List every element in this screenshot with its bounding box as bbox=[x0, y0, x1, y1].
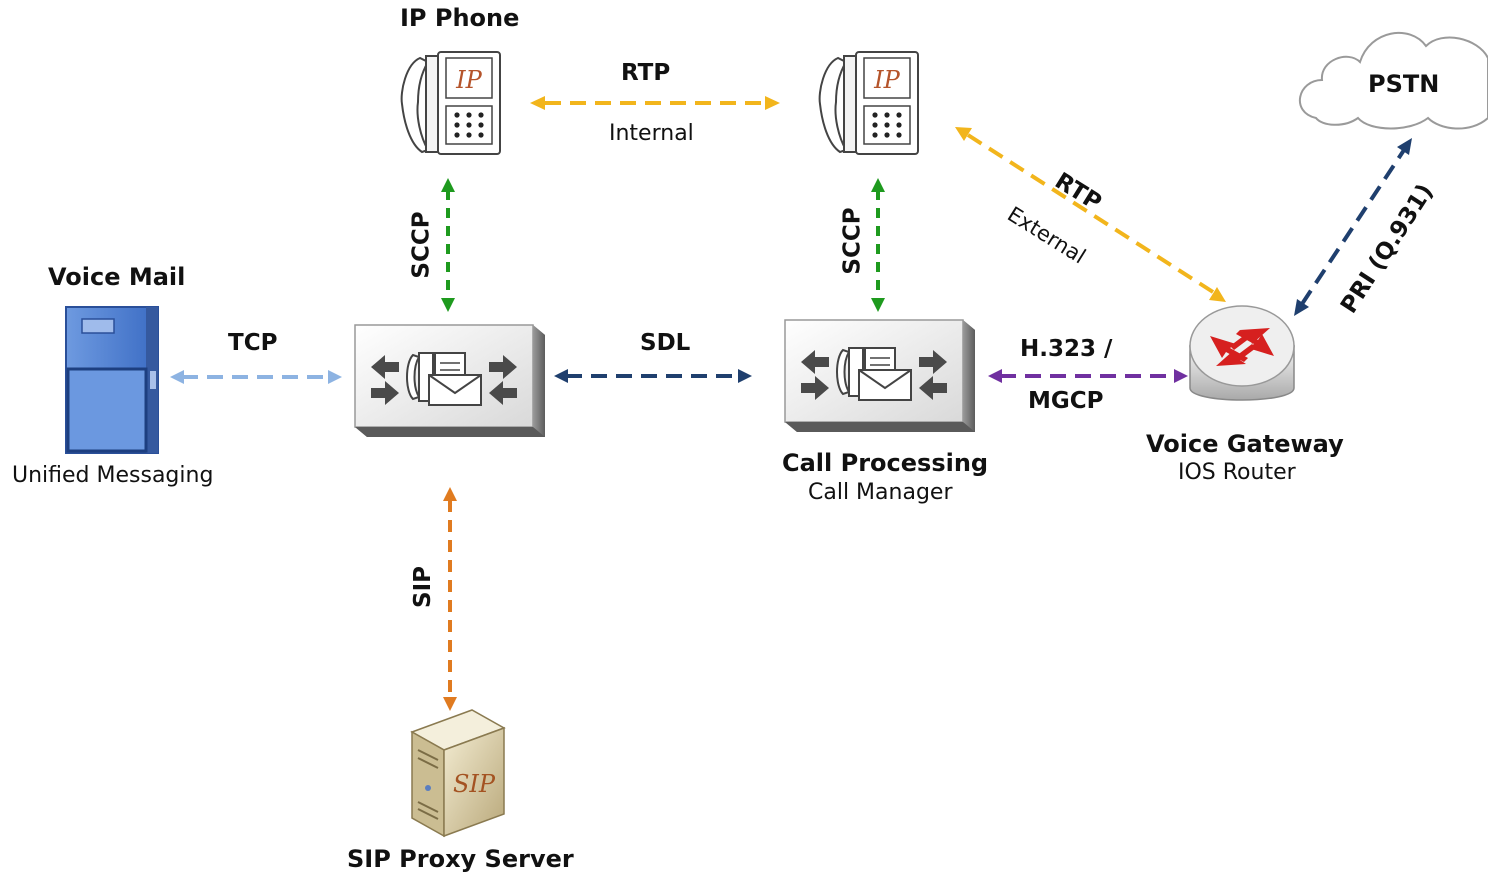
sip-proxy-server-icon: SIP bbox=[410, 709, 506, 838]
arrowhead-sdl-right bbox=[738, 369, 752, 383]
phone-left-logo: IP bbox=[455, 66, 482, 94]
voice-mail-icon bbox=[65, 306, 159, 454]
arrowhead-sdl-left bbox=[554, 369, 568, 383]
arrowhead-tcp-right bbox=[328, 370, 342, 384]
tcp-label: TCP bbox=[228, 330, 278, 356]
arrowhead-rtp-internal-left bbox=[530, 96, 545, 110]
call-manager-left-icon bbox=[354, 324, 545, 437]
rtp-internal-sublabel: Internal bbox=[609, 121, 694, 146]
arrowhead-h323-left bbox=[988, 369, 1002, 383]
sip-label: SIP bbox=[409, 566, 436, 608]
ip-phone-left-icon: IP bbox=[400, 51, 501, 155]
pstn-label: PSTN bbox=[1368, 70, 1440, 98]
call-manager-right-icon bbox=[784, 319, 975, 432]
call-processing-title: Call Processing bbox=[782, 449, 989, 477]
ip-phone-right-icon: IP bbox=[818, 51, 919, 155]
mgcp-label: MGCP bbox=[1028, 388, 1104, 414]
phone-right-logo: IP bbox=[873, 66, 900, 94]
voice-gateway-title: Voice Gateway bbox=[1146, 430, 1344, 458]
link-pri bbox=[1300, 148, 1406, 306]
pstn-cloud-icon bbox=[1298, 32, 1488, 130]
arrowhead-rtp-external-top bbox=[955, 127, 972, 141]
sip-server-logo: SIP bbox=[453, 770, 496, 798]
arrowhead-sccp-right-bottom bbox=[871, 298, 885, 312]
h323-label: H.323 / bbox=[1020, 336, 1113, 362]
arrowhead-sccp-left-top bbox=[441, 178, 455, 192]
voice-mail-title: Voice Mail bbox=[48, 263, 186, 291]
voice-gateway-router-icon bbox=[1189, 305, 1295, 401]
arrowhead-sip-top bbox=[443, 487, 457, 501]
ip-phone-title: IP Phone bbox=[400, 4, 520, 32]
arrowhead-sccp-right-top bbox=[871, 178, 885, 192]
sccp-right-label: SCCP bbox=[839, 207, 866, 275]
rtp-internal-label: RTP bbox=[621, 60, 671, 86]
arrowhead-pri-bottom bbox=[1294, 299, 1309, 316]
arrowhead-sip-bottom bbox=[443, 697, 457, 711]
voice-mail-subtitle: Unified Messaging bbox=[12, 463, 214, 488]
voice-gateway-subtitle: IOS Router bbox=[1178, 460, 1296, 485]
arrowhead-rtp-internal-right bbox=[765, 96, 780, 110]
arrowhead-h323-right bbox=[1174, 369, 1188, 383]
sdl-label: SDL bbox=[640, 330, 691, 356]
call-processing-subtitle: Call Manager bbox=[808, 480, 953, 505]
sccp-left-label: SCCP bbox=[408, 211, 435, 279]
sip-proxy-server-title: SIP Proxy Server bbox=[347, 845, 574, 873]
arrowhead-pri-top bbox=[1397, 138, 1412, 155]
arrowhead-rtp-external-bottom bbox=[1209, 287, 1226, 302]
arrowhead-tcp-left bbox=[170, 370, 184, 384]
arrowhead-sccp-left-bottom bbox=[441, 298, 455, 312]
